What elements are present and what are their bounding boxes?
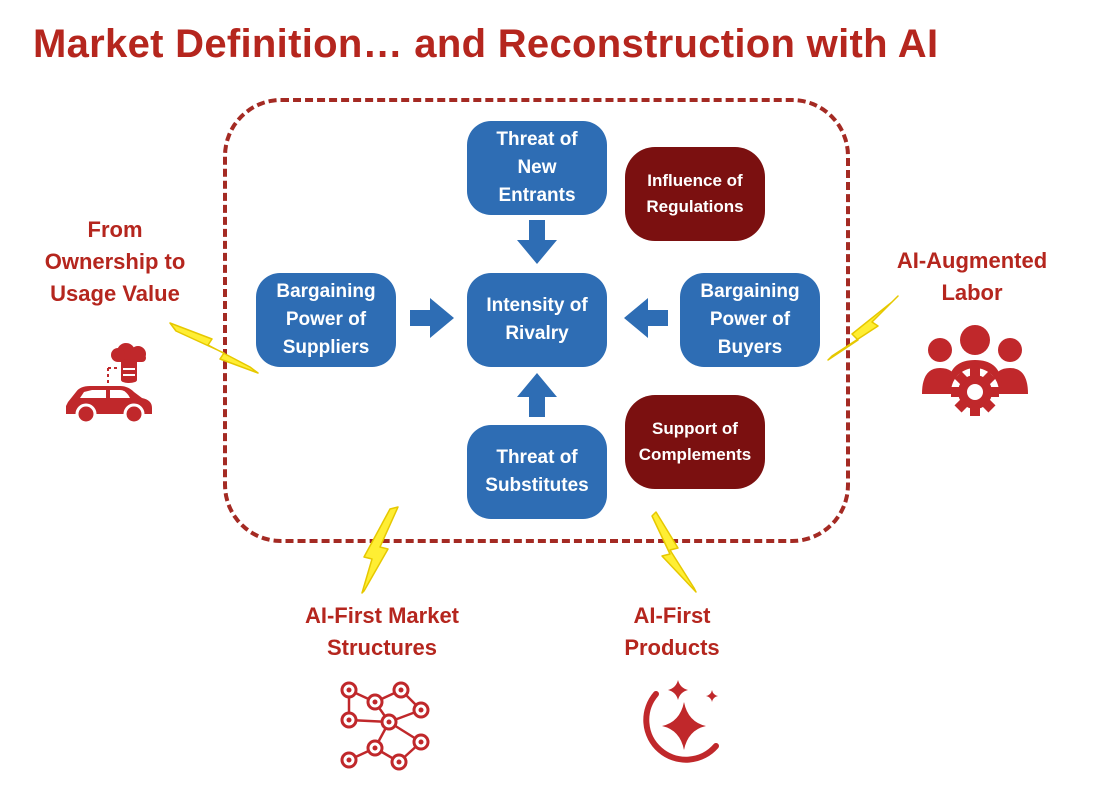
ownership-to-usage-label: From Ownership to Usage Value <box>44 217 186 306</box>
lightning-bolt-icon <box>651 511 697 593</box>
influence-of-regulations-box: Influence of Regulations <box>625 147 765 241</box>
intensity-of-rivalry-box: Intensity of Rivalry <box>467 273 607 367</box>
ai-first-products-label: AI-First Products <box>624 603 720 660</box>
car-cloud-data-icon <box>66 343 152 425</box>
network-graph-icon <box>340 681 430 771</box>
lightning-bolt-icon <box>827 295 899 361</box>
people-gear-icon <box>922 325 1028 416</box>
threat-of-substitutes-box: Threat of Substitutes <box>467 425 607 519</box>
page-title: Market Definition… and Reconstruction wi… <box>33 22 939 66</box>
market-boundary-frame <box>223 98 850 543</box>
threat-of-new-entrants-box: Threat of New Entrants <box>467 121 607 215</box>
bargaining-power-buyers-box: Bargaining Power of Buyers <box>680 273 820 367</box>
support-of-complements-box: Support of Complements <box>625 395 765 489</box>
arrow-right-icon <box>410 298 454 338</box>
moon-sparkle-icon <box>643 680 719 763</box>
lightning-bolt-icon <box>361 506 399 594</box>
arrow-left-icon <box>624 298 668 338</box>
ai-first-market-structures-label: AI-First Market Structures <box>304 603 460 660</box>
arrow-down-icon <box>517 220 557 264</box>
lightning-bolt-icon <box>169 322 259 374</box>
ai-augmented-labor-label: AI-Augmented Labor <box>896 248 1048 305</box>
bargaining-power-suppliers-box: Bargaining Power of Suppliers <box>256 273 396 367</box>
arrow-up-icon <box>517 373 557 417</box>
